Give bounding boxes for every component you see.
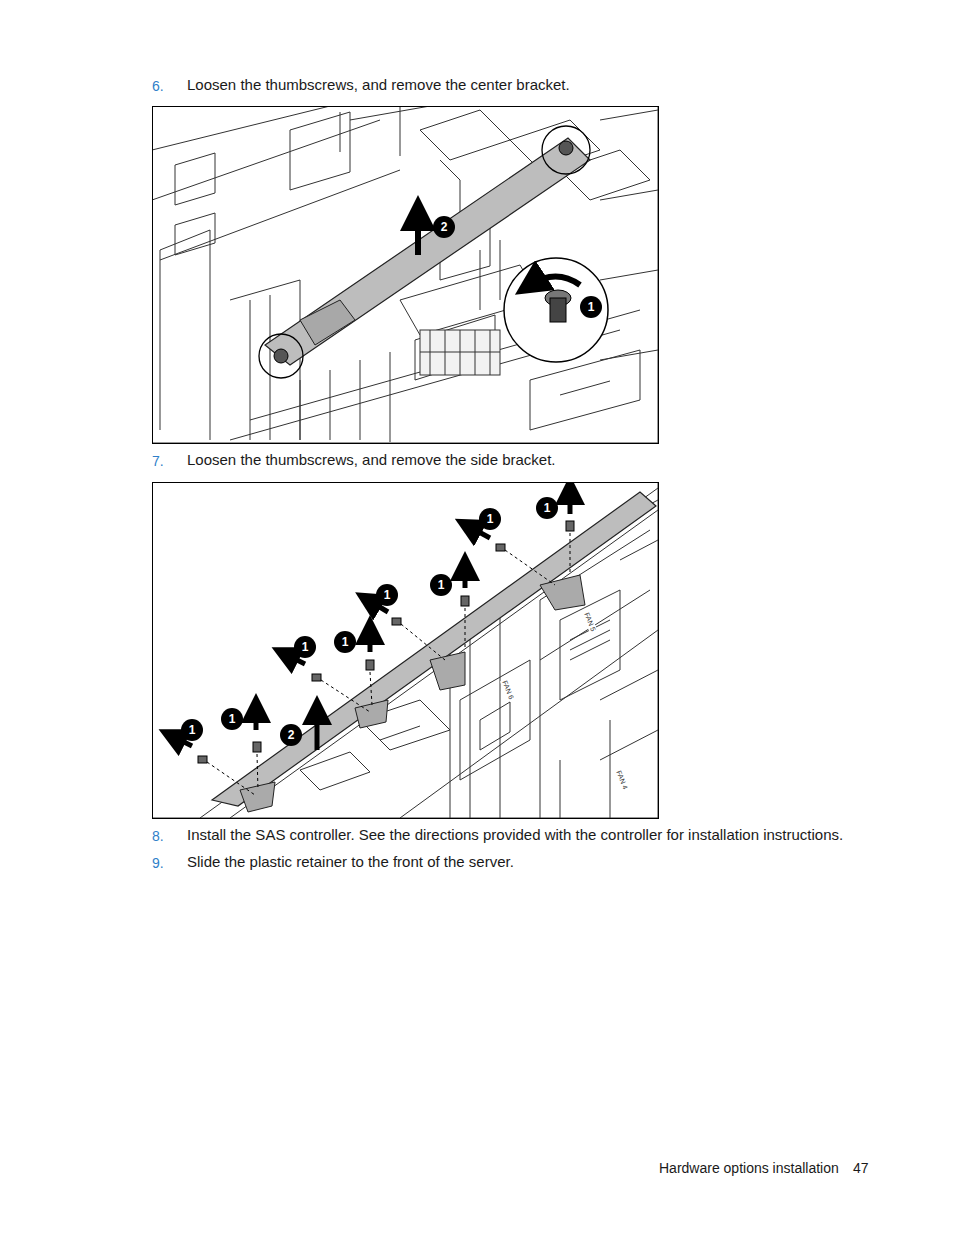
callout-number: 1	[184, 723, 200, 737]
step-text: Loosen the thumbscrews, and remove the s…	[187, 451, 556, 469]
callout-number: 1	[297, 640, 313, 654]
callout-number: 1	[539, 501, 555, 515]
callout-number: 1	[379, 588, 395, 602]
callout-number: 2	[436, 220, 452, 234]
center-bracket-figure	[152, 106, 658, 443]
callout-number: 1	[482, 512, 498, 526]
page-footer: Hardware options installation	[659, 1159, 839, 1177]
page-footer: 47	[853, 1159, 869, 1177]
side-bracket-figure	[152, 482, 658, 818]
callout-number: 1	[583, 300, 599, 314]
callout-number: 1	[224, 712, 240, 726]
step-number: 7.	[152, 452, 164, 470]
step-number: 6.	[152, 77, 164, 95]
step-text: Slide the plastic retainer to the front …	[187, 853, 514, 871]
callout-number: 2	[283, 728, 299, 742]
callout-number: 1	[433, 578, 449, 592]
step-text: Install the SAS controller. See the dire…	[187, 826, 843, 844]
side-bracket	[172, 490, 656, 812]
step-text: Loosen the thumbscrews, and remove the c…	[187, 76, 570, 94]
center-bracket	[259, 126, 608, 378]
step-number: 9.	[152, 854, 164, 872]
step-number: 8.	[152, 827, 164, 845]
callout-number: 1	[337, 635, 353, 649]
